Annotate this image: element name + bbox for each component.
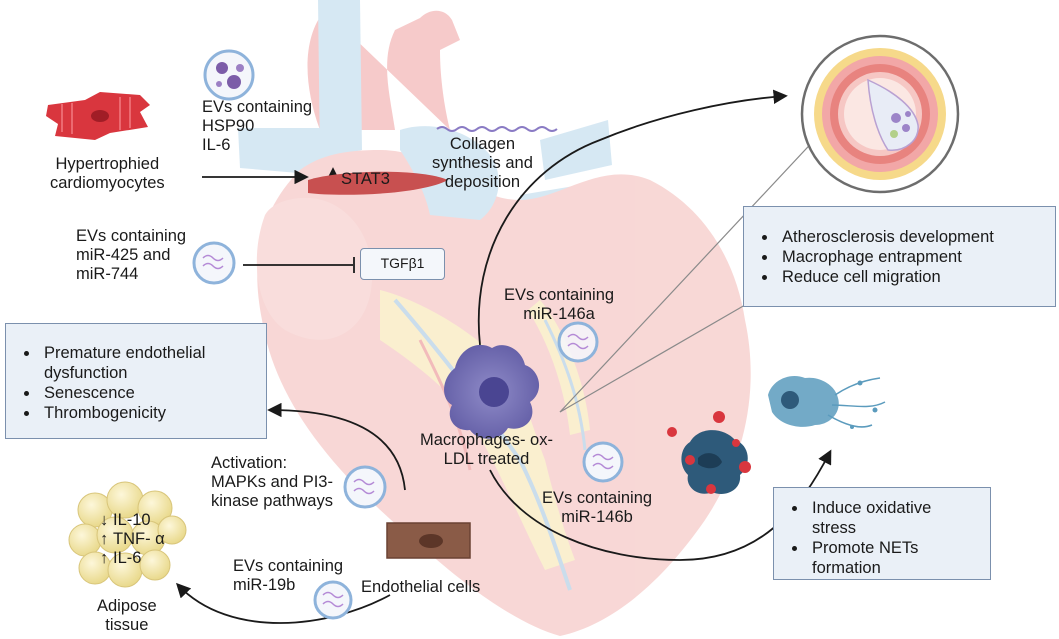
- up-arrow-icon: ↑: [100, 549, 109, 567]
- ev-vesicle-icon: [192, 241, 236, 285]
- neutrophil-net-icon: [681, 430, 748, 495]
- artery-cross-section-icon: [800, 34, 960, 194]
- activation-label: Activation:MAPKs and PI3-kinase pathways: [211, 454, 333, 510]
- ev-vesicle-icon: [557, 321, 599, 363]
- marker-il6: ↑IL-6: [100, 549, 142, 567]
- netosis-cell-icon: [768, 375, 886, 429]
- stat3-label: STAT3: [341, 170, 390, 188]
- heart-illustration: [238, 0, 751, 636]
- up-arrow-icon: ↑: [100, 530, 109, 548]
- box-item: Thrombogenicity: [40, 403, 266, 423]
- callout-lines: [559, 103, 849, 413]
- box-item: Macrophage entrapment: [778, 247, 1055, 267]
- stat3-muscle-cell-icon: [308, 171, 448, 195]
- arrow-to-adipose: [176, 582, 391, 624]
- ev-vesicle-icon: [343, 465, 387, 509]
- arrow-to-artery: [477, 89, 788, 346]
- box-item: Atherosclerosis development: [778, 227, 1055, 247]
- adipose-marker-list: ↓IL-10 ↑TNF- α ↑IL-6: [100, 511, 165, 568]
- ev-vesicle-icon: [203, 49, 255, 101]
- box-item: Reduce cell migration: [778, 267, 1055, 287]
- endothelial-cell-icon: [386, 522, 471, 559]
- marker-tnfa: ↑TNF- α: [100, 530, 165, 548]
- collagen-fiber-icon: [436, 126, 558, 132]
- cardiomyocyte-icon: [46, 92, 150, 140]
- ev-vesicle-icon: [313, 580, 353, 620]
- marker-il10: ↓IL-10: [100, 511, 151, 529]
- endothelial-cells-label: Endothelial cells: [361, 578, 481, 596]
- adipose-tissue-icon: [68, 481, 187, 588]
- ros-particle-icon: [667, 411, 751, 494]
- tgfb1-box: TGFβ1: [360, 248, 445, 280]
- macrophages-label: Macrophages- ox-LDL treated: [420, 431, 553, 468]
- down-arrow-icon: ↓: [100, 511, 109, 529]
- ev-vesicle-icon: [582, 441, 624, 483]
- box-item: Senescence: [40, 383, 266, 403]
- macrophage-icon: [444, 344, 540, 439]
- arrow-to-endothelial-effects: [267, 402, 406, 491]
- atherosclerosis-effects-box: Atherosclerosis development Macrophage e…: [743, 206, 1056, 307]
